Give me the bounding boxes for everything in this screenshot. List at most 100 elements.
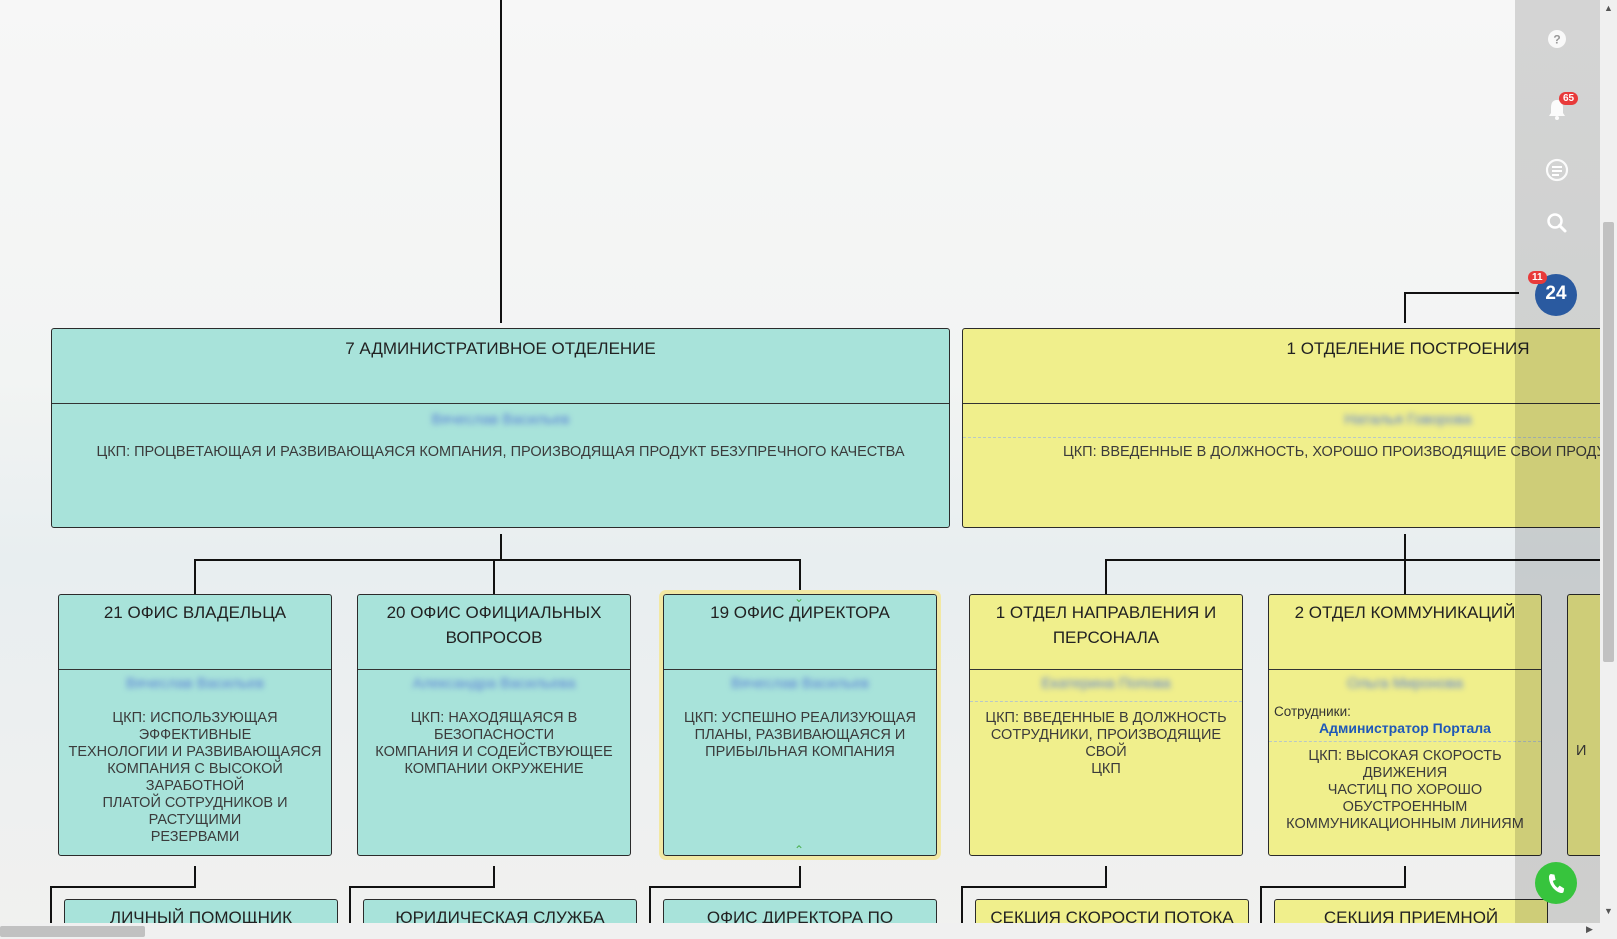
connector-line <box>500 0 502 323</box>
connector-line <box>1260 886 1406 888</box>
right-sidebar: ? 65 24 11 <box>1515 0 1600 923</box>
node-divider <box>664 669 936 670</box>
connector-line <box>194 866 196 887</box>
connector-line <box>50 886 196 888</box>
connector-line <box>493 866 495 887</box>
node-vfp: ЦКП: ВВЕДЕННЫЕ В ДОЛЖНОСТЬ СОТРУДНИКИ, П… <box>985 710 1227 777</box>
node-divider <box>963 403 1617 404</box>
node-head-name: Вячеслав Васильев <box>126 675 264 692</box>
svg-text:?: ? <box>1553 33 1560 47</box>
connector-line <box>1260 886 1262 923</box>
node-vfp: ЦКП: ПРОЦВЕТАЮЩАЯ И РАЗВИВАЮЩАЯСЯ КОМПАН… <box>96 444 905 460</box>
node-legal-service[interactable]: ЮРИДИЧЕСКАЯ СЛУЖБА <box>363 899 637 923</box>
b24-logo-label: 24 <box>1545 283 1567 304</box>
connector-line <box>649 886 651 923</box>
staff-name-link[interactable]: Администратор Портала <box>1319 720 1491 736</box>
node-vfp: ЦКП: НАХОДЯЩАЯСЯ В БЕЗОПАСНОСТИ КОМПАНИЯ… <box>375 710 613 777</box>
connector-line <box>799 866 801 887</box>
b24-button[interactable]: 24 11 <box>1528 271 1577 316</box>
node-official-office[interactable]: 20 ОФИС ОФИЦИАЛЬНЫХ ВОПРОСОВ Александра … <box>357 594 631 856</box>
connector-line <box>649 886 801 888</box>
node-dash <box>1269 741 1541 742</box>
connector-line <box>194 559 196 594</box>
node-title: ОФИС ДИРЕКТОРА ПО <box>706 908 894 923</box>
connector-line <box>1404 292 1519 294</box>
chat-icon <box>1545 158 1569 182</box>
connector-line <box>194 559 801 561</box>
phone-icon <box>1548 874 1565 893</box>
chat-button[interactable] <box>1538 151 1576 189</box>
node-title: 19 ОФИС ДИРЕКТОРА <box>710 603 890 622</box>
bell-icon <box>1549 100 1565 120</box>
node-title: 2 ОТДЕЛ КОММУНИКАЦИЙ <box>1294 603 1516 622</box>
node-vfp: ЦКП: ВВЕДЕННЫЕ В ДОЛЖНОСТЬ, ХОРОШО ПРОИЗ… <box>1063 444 1617 460</box>
connector-line <box>1105 559 1107 594</box>
node-head-name: Наталья Говорова <box>1344 411 1472 428</box>
node-dash <box>963 437 1617 438</box>
node-vfp: ЦКП: ИСПОЛЬЗУЮЩАЯ ЭФФЕКТИВНЫЕ ТЕХНОЛОГИИ… <box>68 710 322 845</box>
scroll-down-arrow-icon[interactable]: ▼ <box>1604 906 1613 916</box>
connector-line <box>349 886 351 923</box>
connector-line <box>1105 866 1107 887</box>
node-comm-dept[interactable]: 2 ОТДЕЛ КОММУНИКАЦИЙ Ольга Миронова Сотр… <box>1268 594 1542 856</box>
node-personal-assistant[interactable]: ЛИЧНЫЙ ПОМОЩНИК <box>64 899 338 923</box>
node-title: 1 ОТДЕЛ НАПРАВЛЕНИЯ И ПЕРСОНАЛА <box>995 603 1217 647</box>
node-director-office-sub[interactable]: ОФИС ДИРЕКТОРА ПО <box>663 899 937 923</box>
connector-line <box>1404 292 1406 323</box>
notifications-badge: 65 <box>1559 92 1579 105</box>
node-vfp: ЦКП: УСПЕШНО РЕАЛИЗУЮЩАЯ ПЛАНЫ, РАЗВИВАЮ… <box>684 710 916 760</box>
node-title: 1 ОТДЕЛЕНИЕ ПОСТРОЕНИЯ <box>1286 339 1530 358</box>
node-title: ЛИЧНЫЙ ПОМОЩНИК <box>109 908 293 923</box>
node-vfp: ЦКП: ВЫСОКАЯ СКОРОСТЬ ДВИЖЕНИЯ ЧАСТИЦ ПО… <box>1286 748 1524 832</box>
expand-chevron-icon[interactable]: ⌃ <box>794 843 805 856</box>
node-owner-office[interactable]: 21 ОФИС ВЛАДЕЛЬЦА Вячеслав Васильев ЦКП:… <box>58 594 332 856</box>
b24-badge: 11 <box>1528 271 1547 284</box>
node-title: СЕКЦИЯ СКОРОСТИ ПОТОКА <box>990 908 1234 923</box>
help-button[interactable]: ? <box>1538 20 1576 58</box>
node-director-office[interactable]: 19 ОФИС ДИРЕКТОРА Вячеслав Васильев ЦКП:… <box>659 590 941 860</box>
connector-line <box>961 886 963 923</box>
question-icon: ? <box>1548 30 1566 48</box>
connector-line <box>1105 559 1600 561</box>
node-head-name: Вячеслав Васильев <box>731 675 869 692</box>
node-admin-division[interactable]: 7 АДМИНИСТРАТИВНОЕ ОТДЕЛЕНИЕ Вячеслав Ва… <box>51 328 950 528</box>
node-divider <box>358 669 630 670</box>
connector-line <box>1404 534 1406 595</box>
node-personnel-dept[interactable]: 1 ОТДЕЛ НАПРАВЛЕНИЯ И ПЕРСОНАЛА Екатерин… <box>969 594 1243 856</box>
notifications-button[interactable]: 65 <box>1538 90 1579 128</box>
connector-line <box>799 559 801 594</box>
search-button[interactable] <box>1538 204 1576 242</box>
staff-label: Сотрудники: <box>1274 704 1351 719</box>
node-head-name: Екатерина Попова <box>1041 675 1171 692</box>
node-build-division[interactable]: 1 ОТДЕЛЕНИЕ ПОСТРОЕНИЯ Наталья Говорова … <box>962 328 1617 528</box>
node-flow-speed-section[interactable]: СЕКЦИЯ СКОРОСТИ ПОТОКА <box>975 899 1249 923</box>
node-reception-section[interactable]: СЕКЦИЯ ПРИЕМНОЙ <box>1274 899 1548 923</box>
node-head-name: Александра Васильева <box>412 675 576 692</box>
node-title: ЮРИДИЧЕСКАЯ СЛУЖБА <box>395 908 605 923</box>
node-title: 21 ОФИС ВЛАДЕЛЬЦА <box>103 603 287 622</box>
connector-line <box>349 886 495 888</box>
node-vfp: И <box>1576 743 1587 759</box>
vertical-scrollbar[interactable]: ▲ ▼ <box>1600 0 1617 923</box>
scroll-right-arrow-icon[interactable]: ▶ <box>1586 924 1593 934</box>
node-title: СЕКЦИЯ ПРИЕМНОЙ <box>1323 908 1499 923</box>
call-button[interactable] <box>1535 862 1577 904</box>
vertical-scroll-thumb[interactable] <box>1603 222 1614 662</box>
horizontal-scroll-thumb[interactable] <box>0 926 145 937</box>
node-divider <box>52 403 949 404</box>
node-divider <box>970 669 1242 670</box>
connector-line <box>500 534 502 561</box>
connector-line <box>961 886 1107 888</box>
horizontal-scrollbar[interactable]: ▶ <box>0 923 1617 939</box>
connector-line <box>493 559 495 594</box>
search-icon <box>1547 213 1567 233</box>
node-divider <box>59 669 331 670</box>
scroll-up-arrow-icon[interactable]: ▲ <box>1604 3 1613 13</box>
collapse-chevron-icon[interactable]: ⌄ <box>794 594 805 605</box>
node-title: 20 ОФИС ОФИЦИАЛЬНЫХ ВОПРОСОВ <box>386 603 602 647</box>
connector-line <box>50 886 52 923</box>
connector-line <box>1404 866 1406 887</box>
node-title: 7 АДМИНИСТРАТИВНОЕ ОТДЕЛЕНИЕ <box>345 339 656 358</box>
node-divider <box>1269 669 1541 670</box>
